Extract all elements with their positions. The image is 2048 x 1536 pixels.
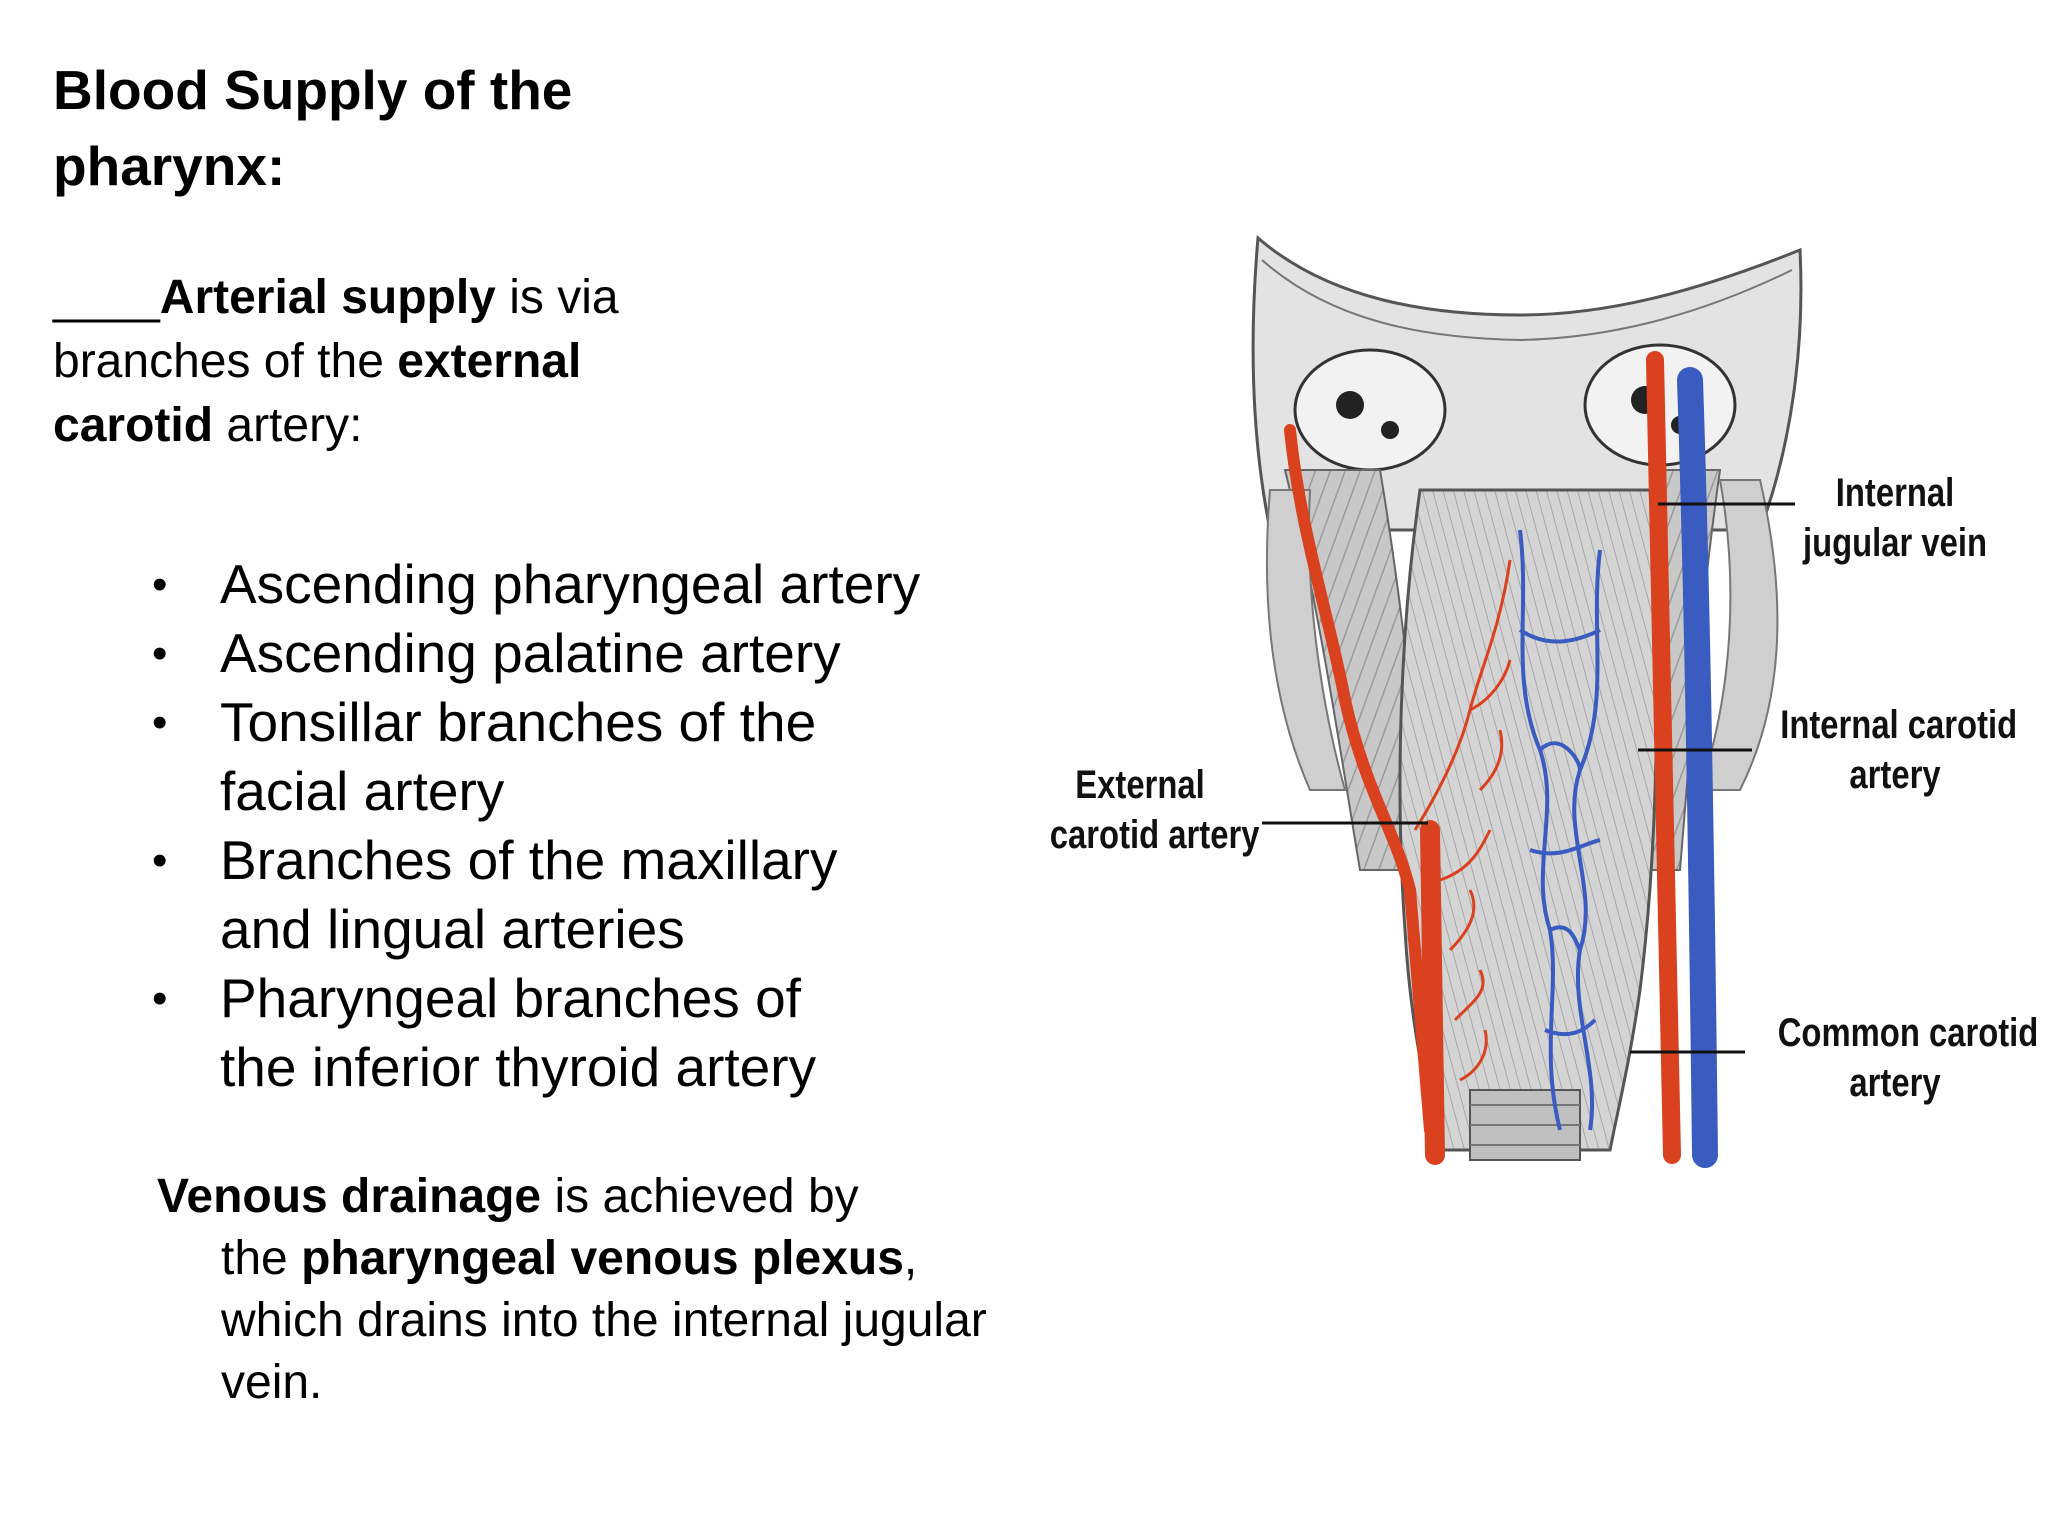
label-line: Internal carotid (1780, 703, 2018, 747)
intro-text-1: is via branches of the (53, 271, 619, 388)
venous-continuation: the pharyngeal venous plexus, which drai… (157, 1228, 1041, 1414)
internal-jugular-vein (1677, 367, 1718, 1168)
venous-text-2: the (221, 1232, 302, 1285)
bullet: • (152, 698, 168, 747)
label-line: carotid artery (1049, 813, 1260, 857)
internal-jugular-label: Internal jugular vein (1801, 468, 1990, 568)
external-carotid-artery (1284, 424, 1436, 1136)
occipital-bone (1261, 259, 1793, 342)
pharynx-illustration (1251, 234, 1803, 1168)
common-carotid-left (1420, 820, 1445, 1165)
intro-text-2: artery: (213, 399, 363, 452)
label-line: Common carotid (1777, 1011, 2039, 1055)
venous-drainage-term: Venous drainage (157, 1170, 542, 1223)
artery-list: • Ascending pharyngeal artery • Ascending … (150, 550, 1030, 1102)
list-item-text: Tonsillar branches of the facial artery (220, 691, 817, 822)
pharyngeal-venous-plexus (1518, 529, 1602, 1131)
list-item: • Ascending pharyngeal artery (150, 550, 1030, 619)
list-item: • Branches of the maxillary and lingual a… (150, 826, 920, 964)
list-item-text: Ascending pharyngeal artery (220, 553, 921, 615)
pharyngeal-venous-plexus-term: pharyngeal venous plexus (301, 1232, 904, 1285)
bullet: • (152, 836, 168, 885)
blank-line: ____ (53, 271, 160, 324)
arterial-supply-intro: ____Arterial supply is via branches of t… (53, 266, 693, 458)
venous-text-1: is achieved by (541, 1170, 859, 1223)
label-line: artery (1849, 753, 1941, 797)
common-carotid-label: Common carotid artery (1777, 1008, 2039, 1108)
venous-text-3: , which drains into the internal jugular… (221, 1232, 987, 1409)
list-item: • Ascending palatine artery (150, 619, 1030, 688)
external-carotid-term: external carotid (53, 335, 582, 452)
label-line: External (1075, 763, 1205, 807)
internal-carotid-label: Internal carotid artery (1780, 700, 2018, 800)
list-item: • Tonsillar branches of the facial artery (150, 688, 920, 826)
pharynx-anatomy-figure: External carotid artery Internal jugular… (1000, 230, 2040, 1220)
label-line: Internal (1835, 471, 1955, 515)
bullet: • (152, 974, 168, 1023)
list-item: • Pharyngeal branches of the inferior thy… (150, 964, 860, 1102)
label-line: jugular vein (1802, 521, 1988, 565)
bullet: • (152, 560, 168, 609)
list-item-text: Branches of the maxillary and lingual ar… (220, 829, 838, 960)
arterial-supply-term: Arterial supply (159, 271, 496, 324)
list-item-text: Pharyngeal branches of the inferior thyr… (220, 967, 817, 1098)
left-temporal-bone (1293, 348, 1447, 472)
pharyngeal-artery-branches (1413, 559, 1512, 1082)
bullet: • (152, 629, 168, 678)
internal-carotid-artery (1646, 351, 1681, 1164)
label-line: artery (1849, 1061, 1941, 1105)
external-carotid-label: External carotid artery (1049, 760, 1260, 860)
list-item-text: Ascending palatine artery (220, 622, 841, 684)
slide-title: Blood Supply of the pharynx: (53, 59, 573, 197)
